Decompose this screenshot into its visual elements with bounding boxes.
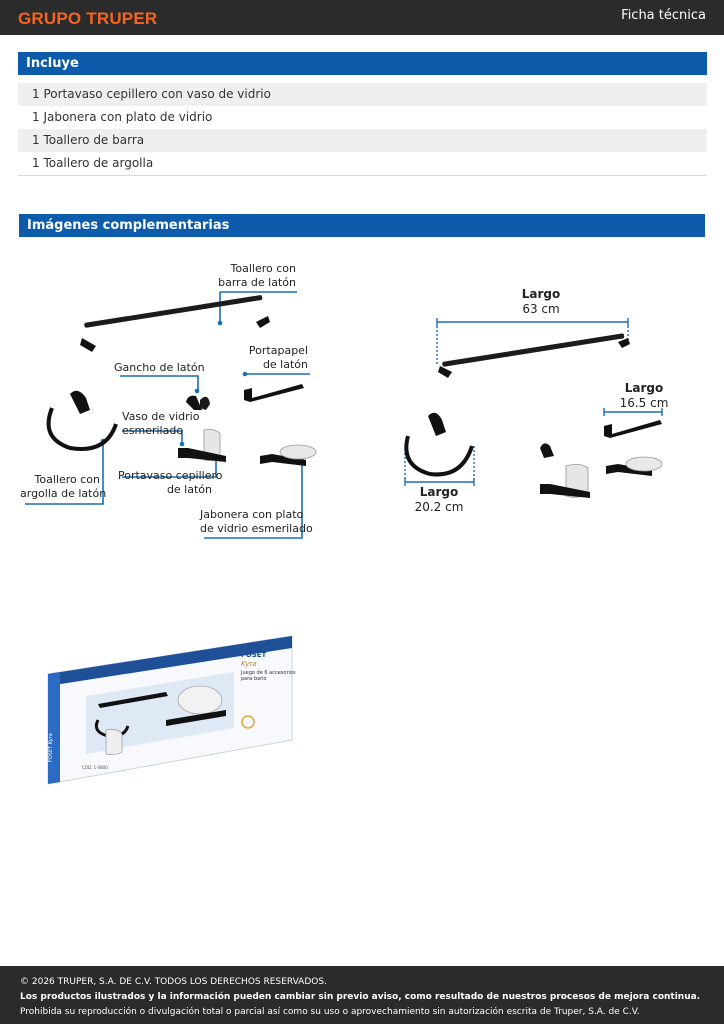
footer-legal: Prohibida su reproducción o divulgación … (20, 1007, 640, 1017)
callout-paper-holder: Portapapel de latón (248, 344, 308, 371)
section-title-imagenes: Imágenes complementarias (19, 214, 705, 237)
package-drawing (47, 635, 293, 785)
package-side-label: FOSET Kyra (48, 733, 54, 762)
dimensions-drawing (404, 318, 663, 498)
dimension-bar: Largo 63 cm (521, 287, 561, 316)
top-bar: GRUPO TRUPER Ficha técnica (0, 0, 724, 35)
package-code: CÓD. 1-4800 (82, 765, 108, 770)
towel-bar-image (80, 295, 270, 352)
package-image: FOSET Kyra Juego de 6 accesorios para ba… (46, 635, 296, 788)
callout-lines (25, 291, 310, 539)
section-title-incluye: Incluye (18, 52, 707, 75)
callout-towel-bar: Toallero con barra de latón (218, 262, 296, 289)
footer-copyright: © 2026 TRUPER, S.A. DE C.V. TODOS LOS DE… (20, 977, 327, 987)
tumbler-holder-image (178, 429, 226, 462)
soap-dish-image (260, 444, 317, 466)
list-item: 1 Toallero de barra (18, 129, 707, 152)
document-type: Ficha técnica (621, 8, 706, 23)
footer: © 2026 TRUPER, S.A. DE C.V. TODOS LOS DE… (0, 966, 724, 1024)
paper-holder-image (244, 384, 304, 402)
list-item: 1 Portavaso cepillero con vaso de vidrio (18, 83, 707, 106)
dimensions-figure: Largo 63 cm Largo 16.5 cm Largo 20.2 cm (390, 280, 690, 525)
package-description: Juego de 6 accesorios para baño (241, 670, 296, 682)
components-drawing (25, 291, 317, 539)
footer-notice: Los productos ilustrados y la informació… (20, 992, 701, 1002)
callout-towel-ring: Toallero con argolla de latón (20, 473, 107, 500)
package-line: Kyra (241, 660, 257, 668)
list-item: 1 Jabonera con plato de vidrio (32, 110, 213, 124)
callout-glass: Vaso de vidrio esmerilado (122, 410, 200, 437)
callout-tumbler-holder: Portavaso cepillero de latón (118, 469, 223, 496)
hook-image (186, 395, 202, 410)
incluye-list: 1 Portavaso cepillero con vaso de vidrio… (18, 83, 707, 176)
brand-logo: GRUPO TRUPER (18, 9, 158, 28)
list-item: 1 Toallero de argolla (32, 156, 154, 170)
components-figure: Toallero con barra de latón Portapapel d… (20, 250, 340, 550)
callout-soap-dish: Jabonera con plato de vidrio esmerilado (200, 508, 313, 535)
dimension-paper-holder: Largo 16.5 cm (619, 381, 669, 410)
list-divider (18, 175, 707, 176)
callout-hook: Gancho de latón (114, 361, 205, 374)
dimension-ring: Largo 20.2 cm (414, 485, 464, 514)
towel-ring-image (46, 390, 118, 451)
package-brand: FOSET (241, 651, 267, 659)
